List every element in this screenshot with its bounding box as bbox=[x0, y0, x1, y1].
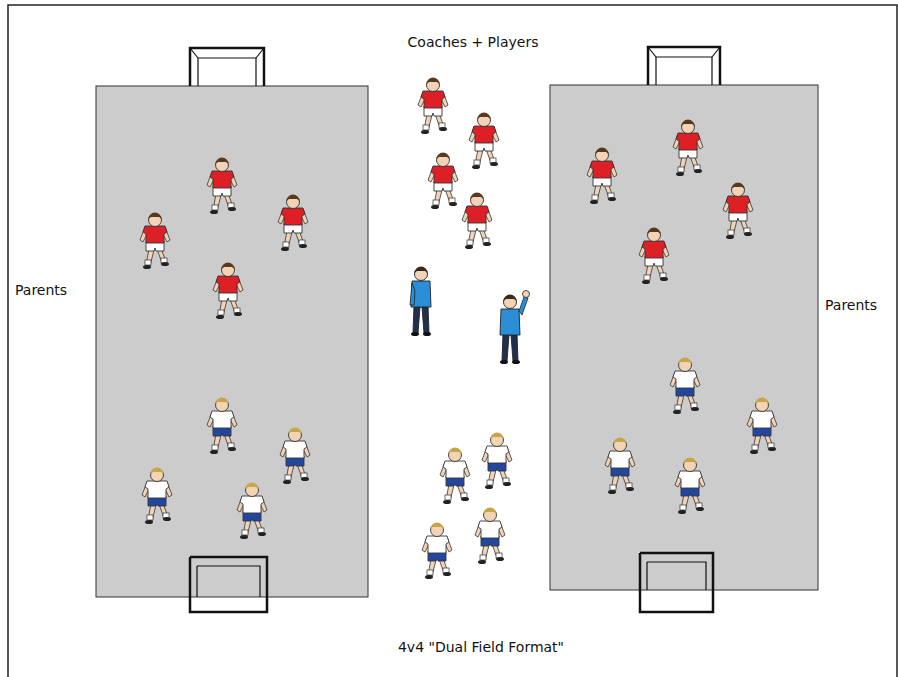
side-label: Parents bbox=[825, 297, 877, 314]
coach bbox=[500, 291, 530, 365]
goal bbox=[648, 47, 720, 85]
white-player bbox=[475, 508, 505, 565]
red-player bbox=[207, 158, 237, 215]
red-player bbox=[278, 195, 308, 252]
area-label: Coaches + Players bbox=[408, 34, 539, 51]
white-player bbox=[207, 398, 237, 455]
goal bbox=[190, 48, 264, 86]
side-label: Parents bbox=[15, 282, 67, 299]
red-player bbox=[723, 183, 753, 240]
white-player bbox=[482, 433, 512, 490]
white-player bbox=[747, 398, 777, 455]
white-player bbox=[142, 468, 172, 525]
red-player bbox=[639, 228, 669, 285]
caption: 4v4 "Dual Field Format" bbox=[398, 639, 564, 656]
red-player bbox=[428, 153, 458, 210]
coach bbox=[410, 267, 431, 337]
red-player bbox=[418, 78, 448, 135]
red-player bbox=[140, 213, 170, 270]
right-field bbox=[550, 85, 818, 590]
white-player bbox=[440, 448, 470, 505]
goal bbox=[190, 557, 267, 612]
left-field bbox=[96, 86, 368, 597]
white-player bbox=[675, 458, 705, 515]
white-player bbox=[280, 428, 310, 485]
white-player bbox=[670, 358, 700, 415]
red-player bbox=[673, 120, 703, 177]
frame-border bbox=[8, 5, 897, 677]
red-player bbox=[213, 263, 243, 320]
goal bbox=[640, 553, 713, 612]
red-player bbox=[469, 113, 499, 170]
white-player bbox=[605, 438, 635, 495]
white-player bbox=[237, 483, 267, 540]
red-player bbox=[462, 193, 492, 250]
red-player bbox=[587, 148, 617, 205]
white-player bbox=[422, 523, 452, 580]
